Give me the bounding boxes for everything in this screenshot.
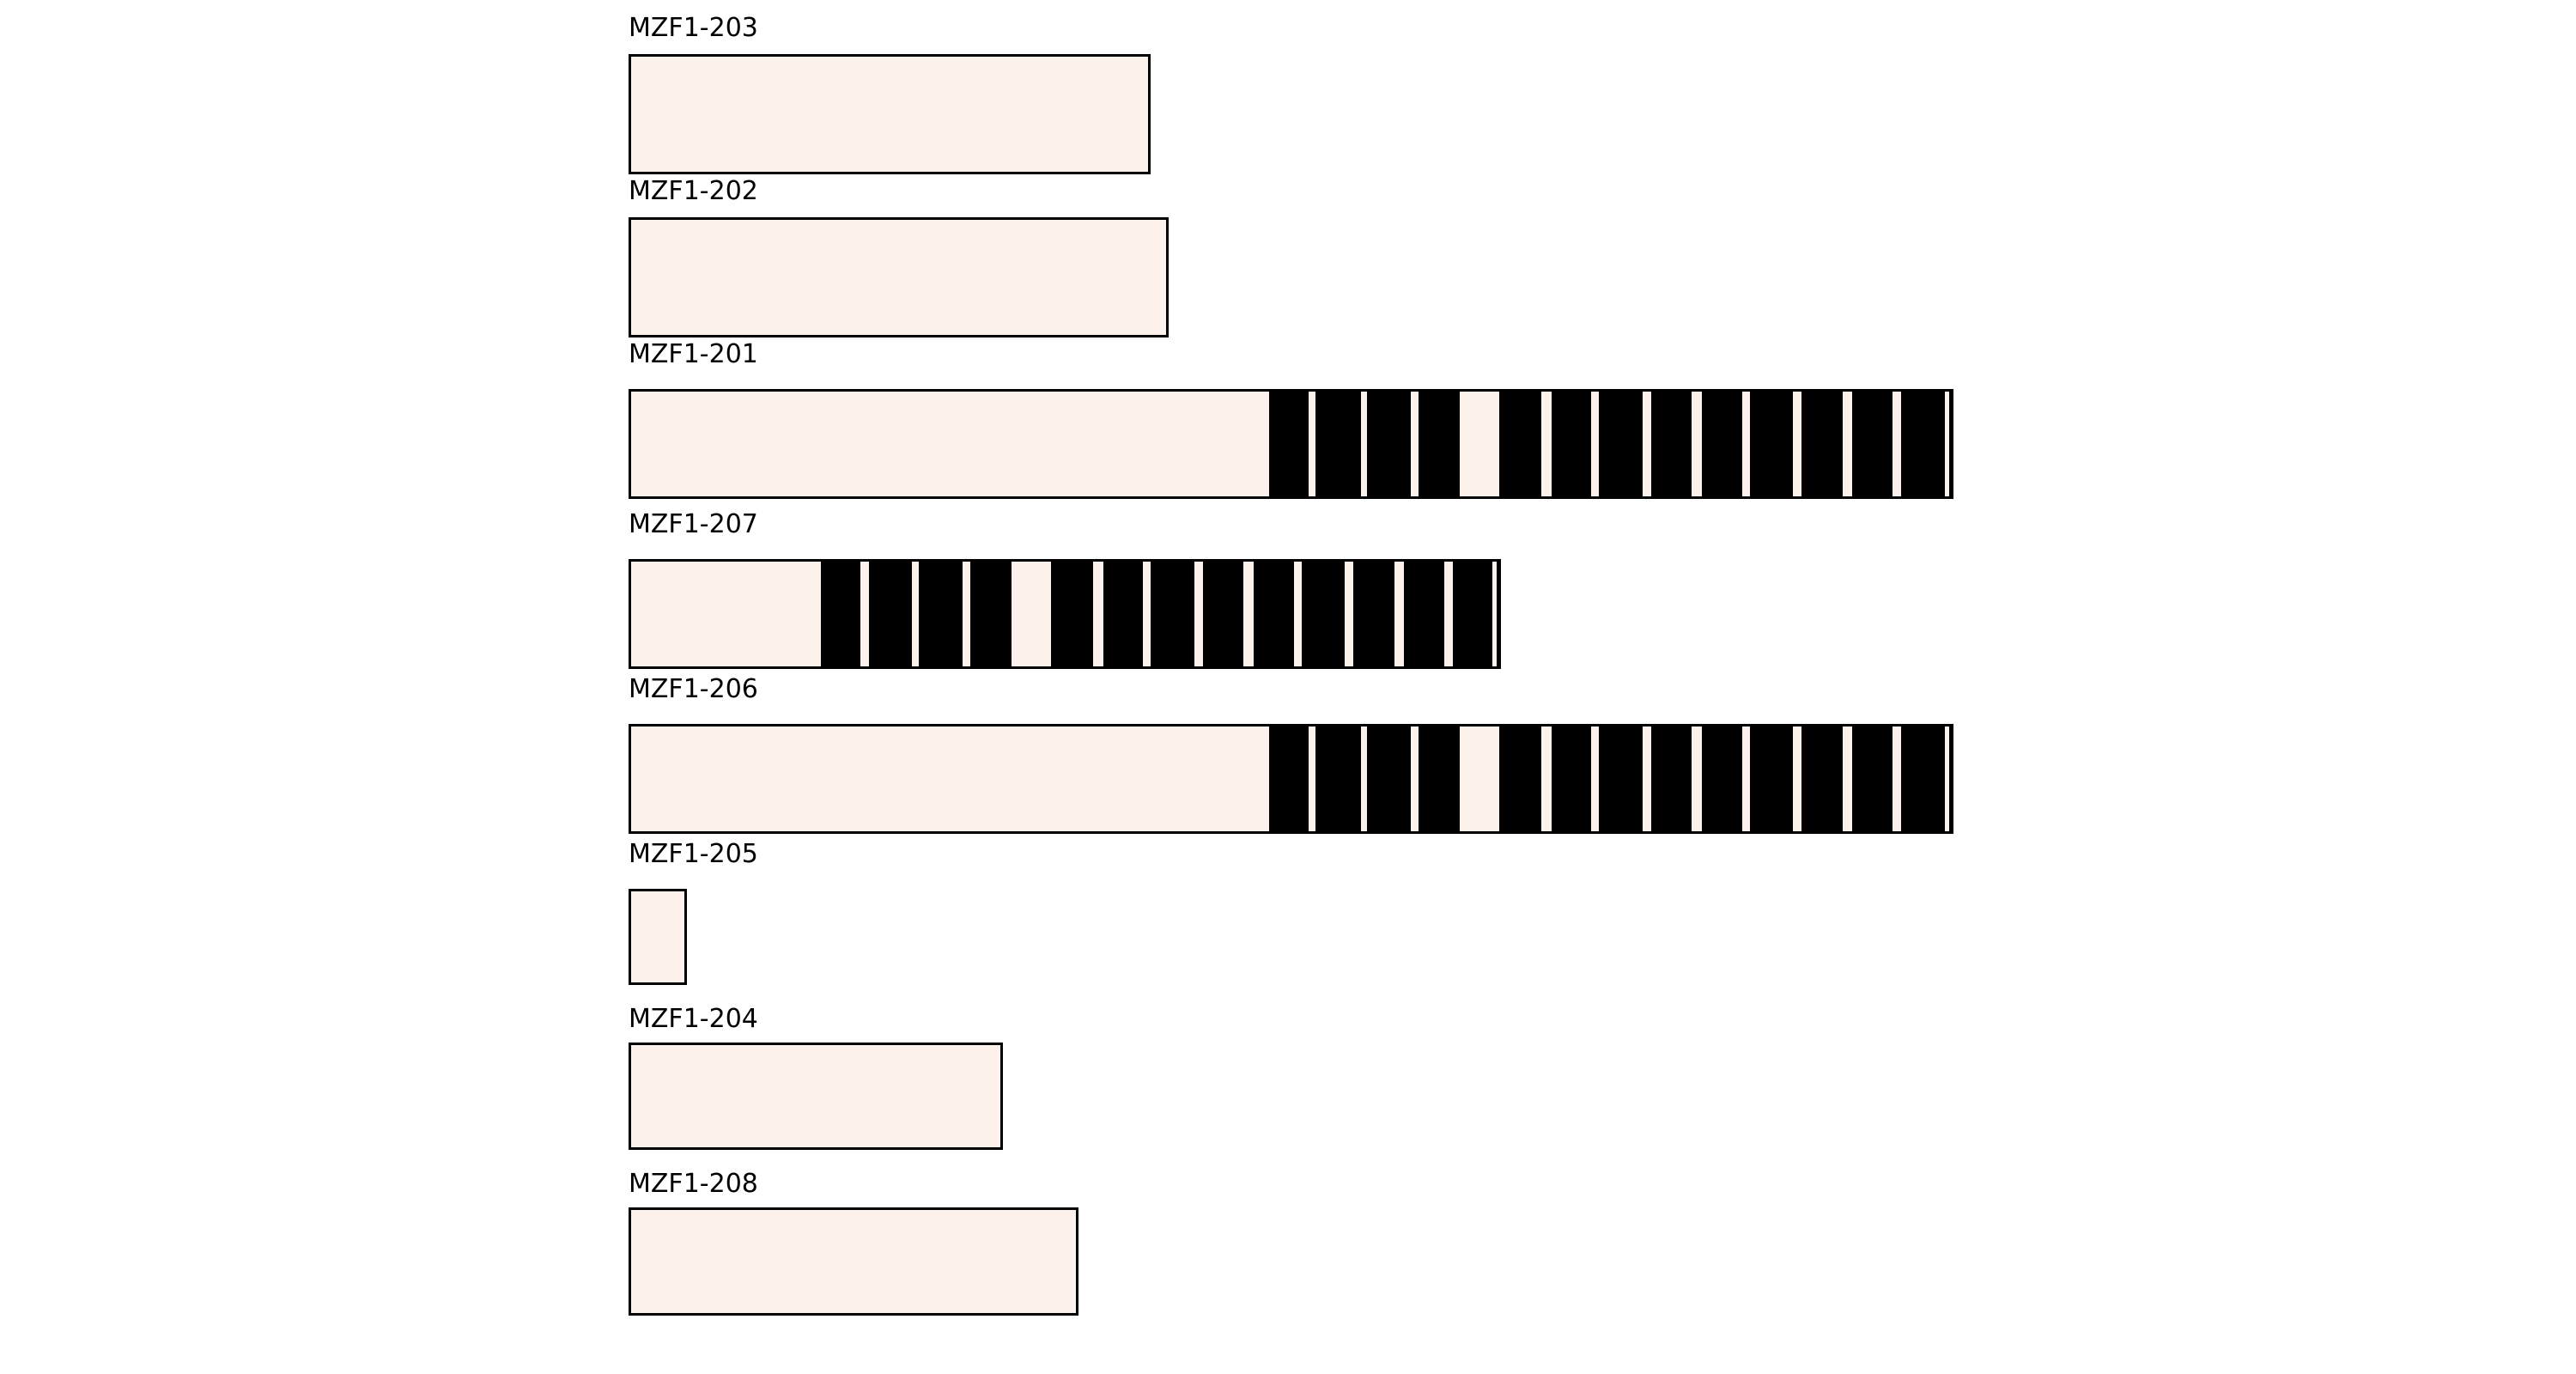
bar-segment-dark [1901, 727, 1945, 831]
bar-segment-dark [1051, 562, 1093, 666]
bar-segment-dark [1367, 392, 1411, 496]
bar-segment-dark [1801, 727, 1843, 831]
bar-segment-light [1742, 392, 1750, 496]
bar-segment-light [1012, 562, 1051, 666]
bar-segment-light [1643, 727, 1651, 831]
bar-segment-dark [1269, 727, 1309, 831]
track-label-mzf1-201: MZF1-201 [629, 339, 758, 369]
bar-segment-dark [1949, 392, 1951, 496]
bar-segment-light [1945, 727, 1949, 831]
bar-mzf1-205[interactable] [629, 889, 687, 985]
bar-segment-dark [919, 562, 963, 666]
bar-segment-light [1742, 727, 1750, 831]
bar-segment-light [1945, 392, 1949, 496]
bar-segment-light [1692, 727, 1702, 831]
bar-segment-light [1361, 727, 1367, 831]
bar-segment-light [1492, 562, 1497, 666]
bar-segment-light [912, 562, 919, 666]
bar-segment-dark [1801, 392, 1843, 496]
bar-segment-light [1294, 562, 1302, 666]
bar-segment-light [1541, 392, 1552, 496]
bar-segment-light [1893, 727, 1901, 831]
bar-segment-dark [1552, 392, 1591, 496]
bar-segment-dark [1302, 562, 1345, 666]
bar-mzf1-207[interactable] [629, 559, 1501, 669]
bar-mzf1-201[interactable] [629, 389, 1953, 499]
bar-segment-dark [970, 562, 1012, 666]
bar-segment-dark [1453, 562, 1492, 666]
bar-segment-dark [1151, 562, 1194, 666]
bar-segment-light [1309, 392, 1315, 496]
bar-segment-dark [1651, 727, 1692, 831]
bar-mzf1-208[interactable] [629, 1207, 1078, 1316]
bar-segment-dark [1852, 727, 1893, 831]
bar-segment-dark [1103, 562, 1143, 666]
track-label-mzf1-206: MZF1-206 [629, 674, 758, 704]
bar-segment-dark [1367, 727, 1411, 831]
bar-segment-dark [1702, 392, 1742, 496]
bar-segment-dark [821, 562, 860, 666]
bar-segment-dark [1419, 392, 1460, 496]
bar-segment-light [1361, 392, 1367, 496]
bar-segment-light [1793, 392, 1801, 496]
bar-segment-dark [1499, 392, 1541, 496]
bar-segment-dark [1497, 562, 1498, 666]
bar-segment-dark [1750, 392, 1793, 496]
bar-segment-light [1591, 392, 1599, 496]
bar-segment-light [1411, 392, 1419, 496]
bar-segment-light [1643, 392, 1651, 496]
bar-segment-dark [1419, 727, 1460, 831]
bar-mzf1-203[interactable] [629, 54, 1151, 174]
track-label-mzf1-207: MZF1-207 [629, 509, 758, 539]
bar-segment-dark [1852, 392, 1893, 496]
bar-segment-light [1394, 562, 1404, 666]
track-label-mzf1-208: MZF1-208 [629, 1169, 758, 1199]
bar-segment-light [1541, 727, 1552, 831]
bar-segment-dark [1353, 562, 1394, 666]
bar-segment-dark [1315, 727, 1361, 831]
bar-segment-dark [1315, 392, 1361, 496]
bar-segment-light [1444, 562, 1453, 666]
track-label-mzf1-204: MZF1-204 [629, 1004, 758, 1034]
bar-segment-light [1093, 562, 1103, 666]
bar-segment-dark [1254, 562, 1294, 666]
bar-segment-dark [1203, 562, 1243, 666]
bar-segment-light [1411, 727, 1419, 831]
track-label-mzf1-202: MZF1-202 [629, 176, 758, 206]
bar-segment-dark [1901, 392, 1945, 496]
bar-segment-light [1692, 392, 1702, 496]
bar-segment-dark [869, 562, 912, 666]
bar-segment-light [1843, 392, 1852, 496]
bar-segment-light [1460, 392, 1499, 496]
bar-segment-dark [1750, 727, 1793, 831]
bar-segment-light [1793, 727, 1801, 831]
track-label-mzf1-205: MZF1-205 [629, 839, 758, 869]
bar-segment-dark [1269, 392, 1309, 496]
bar-segment-light [1243, 562, 1254, 666]
bar-segment-dark [1949, 727, 1951, 831]
track-label-mzf1-203: MZF1-203 [629, 13, 758, 43]
bar-segment-light [860, 562, 869, 666]
bar-segment-light [1591, 727, 1599, 831]
bar-segment-dark [1599, 727, 1643, 831]
bar-segment-dark [1552, 727, 1591, 831]
bar-segment-light [1843, 727, 1852, 831]
bar-segment-light [1309, 727, 1315, 831]
bar-mzf1-202[interactable] [629, 217, 1169, 337]
bar-mzf1-204[interactable] [629, 1043, 1003, 1150]
bar-segment-dark [1599, 392, 1643, 496]
bar-segment-light [1345, 562, 1353, 666]
bar-segment-light [1194, 562, 1203, 666]
bar-segment-dark [1651, 392, 1692, 496]
bar-segment-dark [1404, 562, 1444, 666]
bar-segment-dark [1499, 727, 1541, 831]
bar-segment-light [963, 562, 970, 666]
bar-segment-dark [1702, 727, 1742, 831]
bar-segment-light [1460, 727, 1499, 831]
bar-mzf1-206[interactable] [629, 724, 1953, 834]
bar-segment-light [1143, 562, 1151, 666]
bar-segment-light [1893, 392, 1901, 496]
